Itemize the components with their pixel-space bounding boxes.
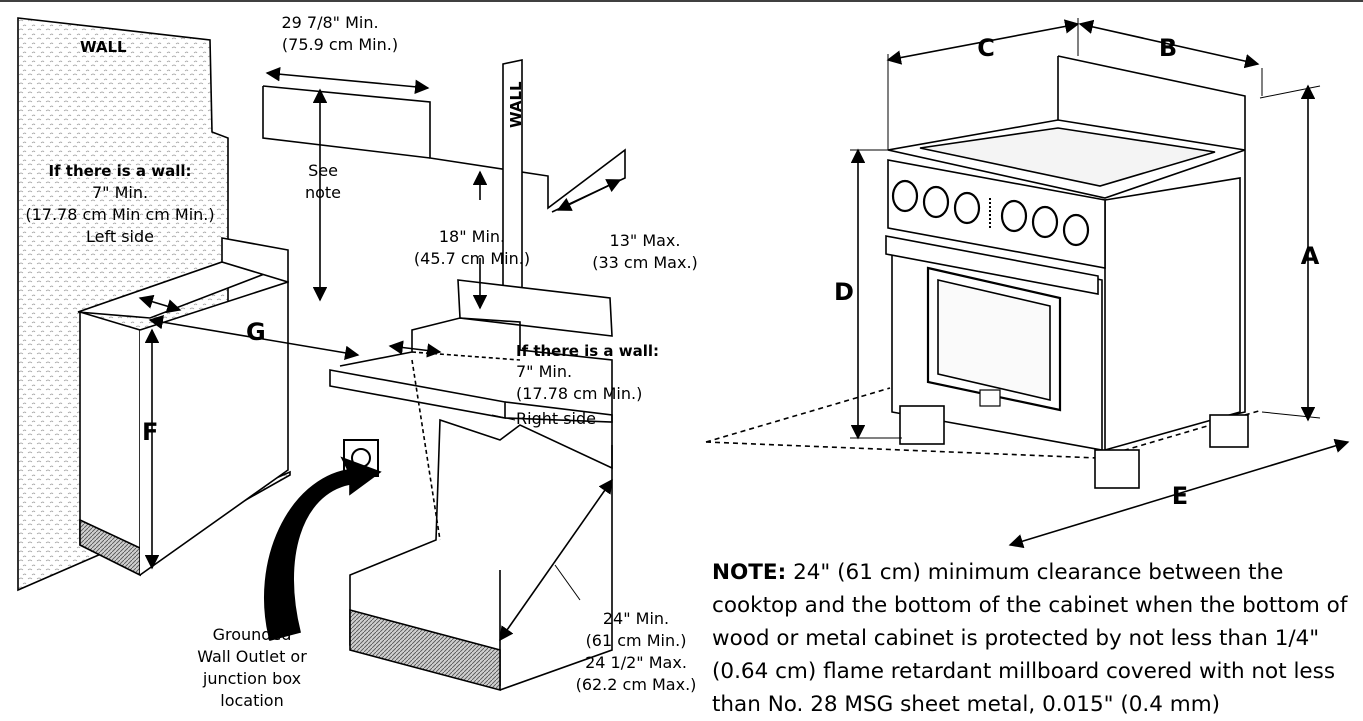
wall-label-vertical: WALL bbox=[507, 81, 525, 128]
b-dimension-line bbox=[1078, 19, 1260, 69]
cabinet-label-line3: 24 1/2" Max. bbox=[585, 653, 687, 672]
oven-handle bbox=[885, 235, 1099, 295]
control-panel bbox=[887, 159, 1106, 269]
knob-icon bbox=[891, 179, 919, 213]
height-label-line2: (45.7 cm Min.) bbox=[414, 249, 530, 268]
letter-e: E bbox=[1172, 482, 1188, 510]
knob-icon bbox=[953, 191, 981, 225]
note-label: NOTE: bbox=[712, 560, 787, 585]
foot-front-left bbox=[899, 405, 945, 445]
letter-f: F bbox=[142, 418, 158, 446]
knob-icon bbox=[1000, 199, 1028, 233]
height-label-line1: 18" Min. bbox=[439, 227, 505, 246]
outlet-label-line3: junction box bbox=[202, 669, 301, 688]
foot-front-right bbox=[1094, 449, 1140, 489]
outlet-pointer-arrow bbox=[264, 456, 382, 641]
cabinet-label-line2: (61 cm Min.) bbox=[586, 631, 687, 650]
right-wall-note-line2: 7" Min. bbox=[516, 362, 572, 381]
clearance-note: NOTE: 24" (61 cm) minimum clearance betw… bbox=[712, 556, 1360, 721]
width-label-line2: (75.9 cm Min.) bbox=[282, 35, 398, 54]
knob-icon bbox=[1062, 213, 1090, 247]
letter-g: G bbox=[246, 318, 266, 346]
letter-a: A bbox=[1301, 242, 1320, 270]
width-dimension-line bbox=[265, 67, 430, 94]
depth-label-line1: 13" Max. bbox=[610, 231, 681, 250]
left-wall-note-line2: 7" Min. bbox=[92, 183, 148, 202]
wall-label-top: WALL bbox=[80, 38, 127, 56]
depth-label-line2: (33 cm Max.) bbox=[592, 253, 698, 272]
right-wall-note-line4: Right side bbox=[516, 409, 596, 428]
cabinet-depth-dimension-line bbox=[499, 478, 613, 642]
outlet-label-line2: Wall Outlet or bbox=[197, 647, 307, 666]
right-backsplash bbox=[457, 279, 613, 337]
c-dimension-line bbox=[886, 19, 1080, 65]
outlet-label-line4: location bbox=[220, 691, 283, 710]
right-wall-note-line3: (17.78 cm Min.) bbox=[516, 384, 642, 403]
g-dimension-line bbox=[148, 315, 360, 360]
cabinet-label-line4: (62.2 cm Max.) bbox=[576, 675, 697, 694]
cabinet-label-line1: 24" Min. bbox=[603, 609, 669, 628]
see-note-line1: See bbox=[308, 161, 338, 180]
letter-d: D bbox=[834, 278, 854, 306]
outlet-label-line1: Grounded bbox=[213, 625, 292, 644]
left-installation-drawing bbox=[17, 17, 626, 692]
letter-c: C bbox=[977, 34, 995, 62]
left-wall-note-line1: If there is a wall: bbox=[48, 162, 191, 180]
range-side bbox=[1104, 177, 1241, 452]
note-text: 24" (61 cm) minimum clearance between th… bbox=[712, 560, 1348, 717]
right-wall-note-line1: If there is a wall: bbox=[516, 342, 659, 360]
left-wall-note-line4: Left side bbox=[86, 227, 154, 246]
left-wall-note-line3: (17.78 cm Min cm Min.) bbox=[25, 205, 214, 224]
right-countertop bbox=[329, 369, 506, 419]
see-note-line2: note bbox=[305, 183, 341, 202]
knob-icon bbox=[1031, 205, 1059, 239]
depth-dimension-line bbox=[556, 179, 622, 211]
foot-rear-right bbox=[1209, 414, 1249, 448]
width-label-line1: 29 7/8" Min. bbox=[281, 13, 378, 32]
letter-b: B bbox=[1159, 34, 1177, 62]
knob-icon bbox=[922, 185, 950, 219]
control-knobs bbox=[891, 179, 1090, 247]
range-drawing bbox=[705, 18, 1350, 549]
e-dimension-line bbox=[1008, 438, 1350, 549]
